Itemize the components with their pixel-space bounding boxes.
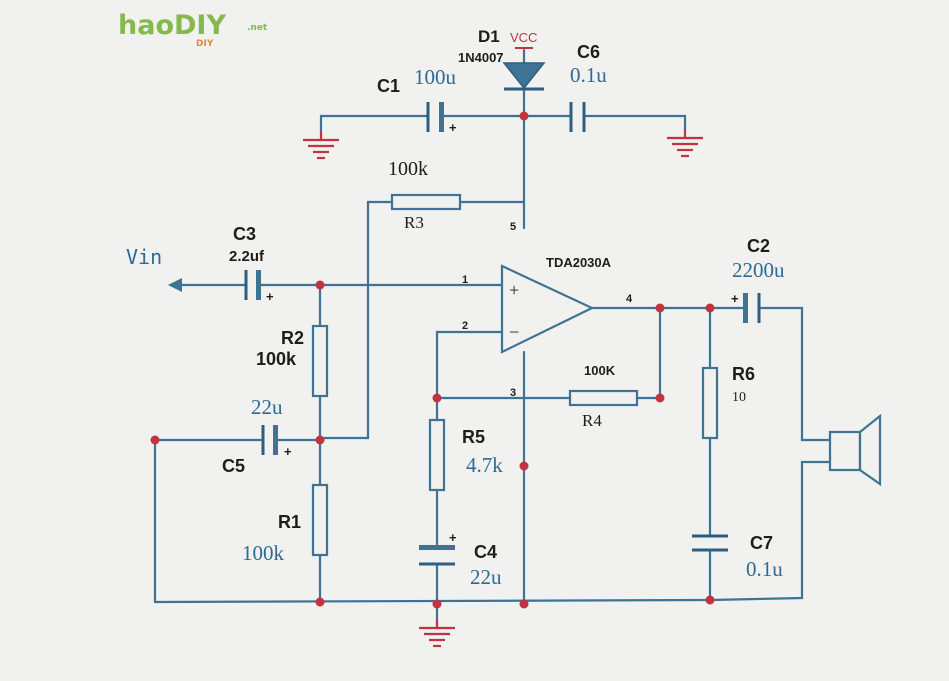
node-input <box>315 280 325 290</box>
ground-icon-c1 <box>303 132 339 160</box>
node-pin3 <box>519 461 529 471</box>
speaker-icon <box>828 413 882 487</box>
label-c5-value: 22u <box>251 395 283 419</box>
label-r4-ref: R4 <box>582 411 602 430</box>
capacitor-c7 <box>692 534 728 552</box>
resistor-r1 <box>311 483 329 557</box>
pin-3-label: 3 <box>510 387 516 399</box>
junction-nodes <box>150 111 715 609</box>
label-r6-value: 10 <box>732 390 746 405</box>
wire-speaker-return <box>708 460 832 602</box>
logo-text: haoDIY <box>118 10 226 41</box>
c1-polarity: + <box>449 120 457 135</box>
capacitor-c3 <box>244 270 261 300</box>
wire-c2-speaker <box>757 306 832 442</box>
c2-polarity: + <box>731 291 739 306</box>
label-r3-value: 100k <box>388 158 428 180</box>
label-r3-ref: R3 <box>404 213 424 232</box>
node-zobel <box>705 303 715 313</box>
opamp-tda2030a: + − <box>500 264 595 354</box>
label-c7-ref: C7 <box>750 533 773 553</box>
opamp-minus-sign: − <box>509 322 519 342</box>
label-c7-value: 0.1u <box>746 557 783 581</box>
capacitor-c1 <box>426 102 444 132</box>
label-r4-value: 100K <box>584 363 616 378</box>
label-vin: Vin <box>126 245 162 269</box>
node-bias <box>315 435 325 445</box>
label-c2-ref: C2 <box>747 236 770 256</box>
node-gnd-c4 <box>432 599 442 609</box>
opamp-plus-sign: + <box>509 280 519 300</box>
node-pin2 <box>432 393 442 403</box>
label-c1-ref: C1 <box>377 76 400 96</box>
label-d1-value: 1N4007 <box>458 50 504 65</box>
resistor-r6 <box>701 366 719 440</box>
capacitor-c4 <box>419 545 455 566</box>
wire-c6-right <box>583 114 687 132</box>
label-r1-ref: R1 <box>278 512 301 532</box>
logo-sub: DIY <box>196 39 214 49</box>
resistor-r2 <box>311 324 329 398</box>
node-gnd-ic <box>519 599 529 609</box>
resistor-r4 <box>568 389 639 407</box>
wire-ground-bus <box>153 598 712 604</box>
label-c4-value: 22u <box>470 565 502 589</box>
label-ic-ref: TDA2030A <box>546 255 612 270</box>
c4-polarity: + <box>449 530 457 545</box>
wire-c1-left <box>319 114 429 134</box>
resistor-r3 <box>390 193 462 211</box>
pin-5-label: 5 <box>510 221 516 233</box>
ground-icon-main <box>419 620 455 648</box>
node-c5-left <box>150 435 160 445</box>
node-vcc <box>519 111 529 121</box>
capacitor-c5 <box>261 425 278 455</box>
label-r5-value: 4.7k <box>466 453 503 477</box>
label-d1-ref: D1 <box>478 27 500 46</box>
c3-polarity: + <box>266 289 274 304</box>
label-r5-ref: R5 <box>462 427 485 447</box>
wire-r4-right <box>635 306 662 400</box>
label-r2-ref: R2 <box>281 328 304 348</box>
label-vcc: VCC <box>510 30 537 45</box>
pin-2-label: 2 <box>462 320 468 332</box>
label-c3-ref: C3 <box>233 224 256 244</box>
label-r1-value: 100k <box>242 541 285 565</box>
node-gnd-c7 <box>705 595 715 605</box>
haodiy-logo: haoDIY .net DIY <box>118 10 268 49</box>
diode-d1 <box>502 47 546 91</box>
c5-polarity: + <box>284 444 292 459</box>
resistor-r5 <box>428 418 446 492</box>
node-output <box>655 303 665 313</box>
label-c5-ref: C5 <box>222 456 245 476</box>
capacitor-c2 <box>743 293 761 323</box>
labels: D1 VCC 1N4007 C6 0.1u C1 100u 100k R3 C3… <box>126 27 785 589</box>
wires <box>153 48 832 627</box>
pin-4-label: 4 <box>626 293 633 305</box>
wire-r3-left <box>318 200 394 440</box>
label-c6-ref: C6 <box>577 42 600 62</box>
label-c3-value: 2.2uf <box>229 248 265 265</box>
ground-icon-c6 <box>667 130 703 158</box>
pin-1-label: 1 <box>462 274 468 286</box>
label-c1-value: 100u <box>414 65 457 89</box>
label-c4-ref: C4 <box>474 542 497 562</box>
node-gnd-r1 <box>315 597 325 607</box>
label-c6-value: 0.1u <box>570 63 607 87</box>
label-r6-ref: R6 <box>732 364 755 384</box>
label-c2-value: 2200u <box>732 258 785 282</box>
vin-arrow-icon <box>168 278 182 292</box>
wire-pin2 <box>435 330 504 422</box>
logo-net: .net <box>247 23 268 33</box>
node-r4 <box>655 393 665 403</box>
label-r2-value: 100k <box>256 349 297 369</box>
capacitor-c6 <box>569 102 586 132</box>
